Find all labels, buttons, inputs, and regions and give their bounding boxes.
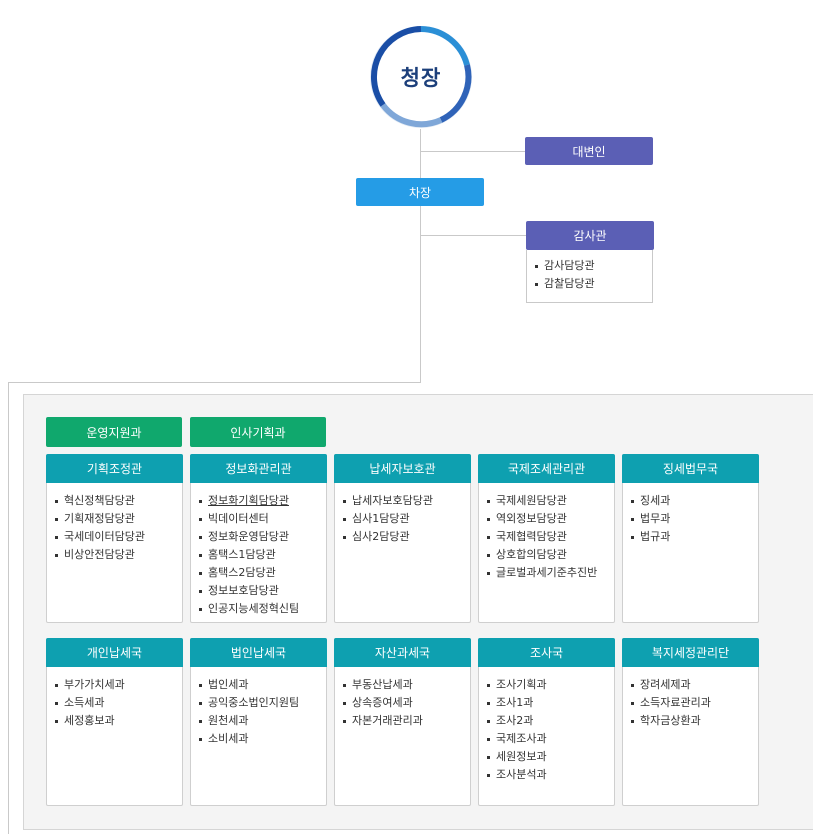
list-item[interactable]: 조사2과 (487, 712, 614, 730)
bureau-card: 법인납세국 법인세과 공익중소법인지원팀 원천세과 소비세과 (190, 638, 327, 806)
list-item[interactable]: 세원정보과 (487, 748, 614, 766)
list-item[interactable]: 홈택스2담당관 (199, 564, 326, 582)
list-item[interactable]: 기획재정담당관 (55, 510, 182, 528)
trunk-line-top (420, 129, 421, 178)
list-item[interactable]: 상호합의담당관 (487, 546, 614, 564)
card-title[interactable]: 국제조세관리관 (478, 454, 615, 483)
list-item[interactable]: 원천세과 (199, 712, 326, 730)
list-item[interactable]: 징세과 (631, 492, 758, 510)
list-item[interactable]: 조사기획과 (487, 676, 614, 694)
list-item[interactable]: 감찰담당관 (535, 275, 652, 293)
auditor-sublist: 감사담당관 감찰담당관 (526, 250, 653, 303)
spokesperson-branch-line (420, 151, 525, 152)
card-title[interactable]: 기획조정관 (46, 454, 183, 483)
auditor-box[interactable]: 감사관 (526, 221, 654, 250)
list-item[interactable]: 조사분석과 (487, 766, 614, 784)
list-item[interactable]: 인공지능세정혁신팀 (199, 600, 326, 618)
deputy-box[interactable]: 차장 (356, 178, 484, 206)
list-item[interactable]: 부가가치세과 (55, 676, 182, 694)
bureau-card: 자산과세국 부동산납세과 상속증여세과 자본거래관리과 (334, 638, 471, 806)
bureau-card: 복지세정관리단 장려세제과 소득자료관리과 학자금상환과 (622, 638, 759, 806)
list-item[interactable]: 상속증여세과 (343, 694, 470, 712)
bureau-card: 기획조정관 혁신정책담당관 기획재정담당관 국세데이터담당관 비상안전담당관 (46, 454, 183, 623)
list-item[interactable]: 공익중소법인지원팀 (199, 694, 326, 712)
list-item[interactable]: 정보화운영담당관 (199, 528, 326, 546)
auditor-branch-line (420, 235, 526, 236)
list-item[interactable]: 소비세과 (199, 730, 326, 748)
bureau-card: 조사국 조사기획과 조사1과 조사2과 국제조사과 세원정보과 조사분석과 (478, 638, 615, 806)
trunk-line-bottom (420, 206, 421, 383)
bureau-card: 개인납세국 부가가치세과 소득세과 세정홍보과 (46, 638, 183, 806)
list-item[interactable]: 조사1과 (487, 694, 614, 712)
list-item[interactable]: 심사1담당관 (343, 510, 470, 528)
list-item[interactable]: 역외정보담당관 (487, 510, 614, 528)
spokesperson-box[interactable]: 대변인 (525, 137, 653, 165)
bureau-card: 정보화관리관 정보화기획담당관 빅데이터센터 정보화운영담당관 홈택스1담당관 … (190, 454, 327, 623)
list-item[interactable]: 빅데이터센터 (199, 510, 326, 528)
bureau-card: 국제조세관리관 국제세원담당관 역외정보담당관 국제협력담당관 상호합의담당관 … (478, 454, 615, 623)
list-item[interactable]: 정보보호담당관 (199, 582, 326, 600)
chief-ring (370, 26, 472, 128)
card-title[interactable]: 조사국 (478, 638, 615, 667)
chief-label[interactable]: 청장 (400, 66, 442, 90)
list-item[interactable]: 장려세제과 (631, 676, 758, 694)
list-item[interactable]: 소득세과 (55, 694, 182, 712)
list-item[interactable]: 홈택스1담당관 (199, 546, 326, 564)
list-item[interactable]: 납세자보호담당관 (343, 492, 470, 510)
list-item[interactable]: 국제협력담당관 (487, 528, 614, 546)
list-item[interactable]: 비상안전담당관 (55, 546, 182, 564)
bureau-card: 징세법무국 징세과 법무과 법규과 (622, 454, 759, 623)
card-title[interactable]: 자산과세국 (334, 638, 471, 667)
card-title[interactable]: 개인납세국 (46, 638, 183, 667)
list-item[interactable]: 국세데이터담당관 (55, 528, 182, 546)
support-box-hr[interactable]: 인사기획과 (190, 417, 326, 447)
card-title[interactable]: 법인납세국 (190, 638, 327, 667)
list-item[interactable]: 국제조사과 (487, 730, 614, 748)
list-item[interactable]: 심사2담당관 (343, 528, 470, 546)
list-item[interactable]: 국제세원담당관 (487, 492, 614, 510)
list-item[interactable]: 세정홍보과 (55, 712, 182, 730)
list-item[interactable]: 자본거래관리과 (343, 712, 470, 730)
support-box-operations[interactable]: 운영지원과 (46, 417, 182, 447)
list-item[interactable]: 혁신정책담당관 (55, 492, 182, 510)
list-item[interactable]: 학자금상환과 (631, 712, 758, 730)
outer-frame-top-line (8, 382, 421, 383)
list-item[interactable]: 소득자료관리과 (631, 694, 758, 712)
list-item[interactable]: 글로벌과세기준추진반 (487, 564, 614, 582)
bureau-card: 납세자보호관 납세자보호담당관 심사1담당관 심사2담당관 (334, 454, 471, 623)
list-item[interactable]: 법인세과 (199, 676, 326, 694)
card-title[interactable]: 납세자보호관 (334, 454, 471, 483)
card-title[interactable]: 복지세정관리단 (622, 638, 759, 667)
outer-frame-left-line (8, 382, 9, 834)
card-title[interactable]: 징세법무국 (622, 454, 759, 483)
list-item[interactable]: 법무과 (631, 510, 758, 528)
list-item[interactable]: 정보화기획담당관 (199, 492, 326, 510)
list-item[interactable]: 법규과 (631, 528, 758, 546)
list-item[interactable]: 부동산납세과 (343, 676, 470, 694)
list-item[interactable]: 감사담당관 (535, 257, 652, 275)
card-title[interactable]: 정보화관리관 (190, 454, 327, 483)
